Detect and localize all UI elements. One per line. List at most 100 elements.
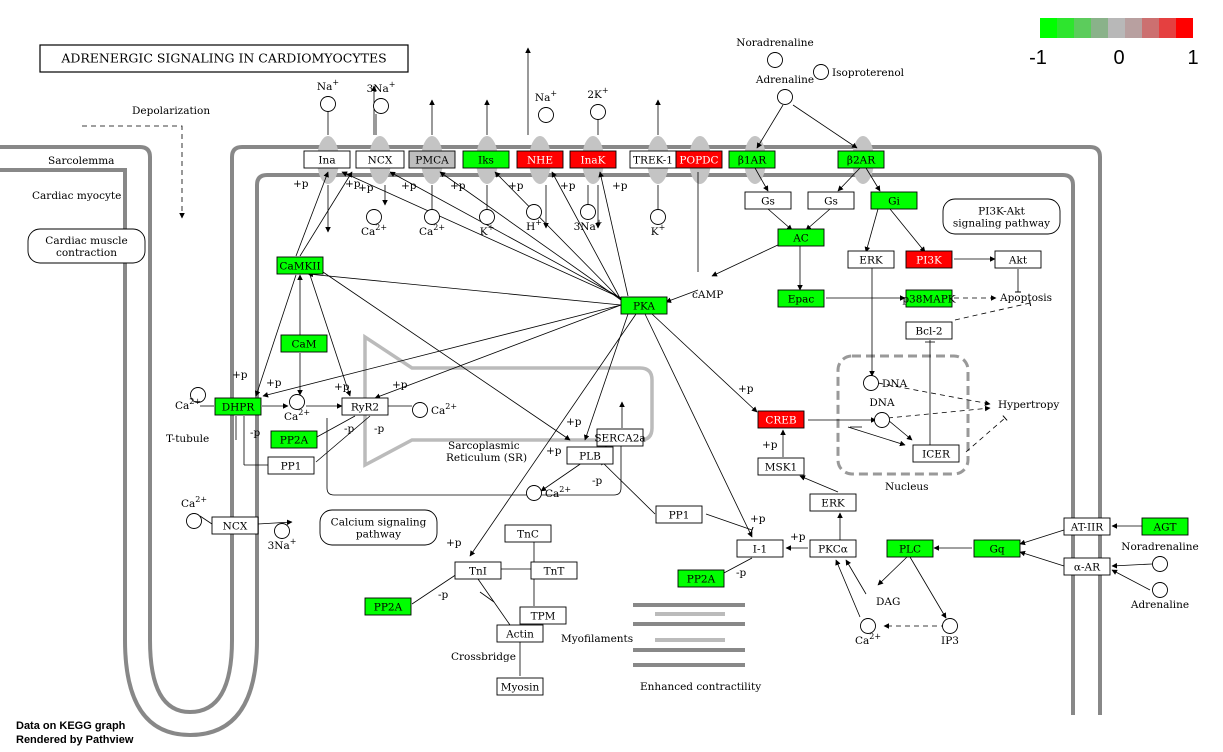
gene-box: [214, 397, 262, 416]
gene-node-pka[interactable]: PKA: [620, 296, 668, 315]
edge-label: -p: [250, 427, 261, 439]
gene-box: [408, 150, 456, 169]
page-title: ADRENERGIC SIGNALING IN CARDIOMYOCYTES: [60, 51, 386, 66]
compound-k-iks[interactable]: K+: [479, 209, 495, 239]
gene-node-tnc[interactable]: TnC: [504, 524, 552, 543]
compound-adrenaline[interactable]: Adrenaline: [755, 74, 814, 105]
compound-noradrenaline2[interactable]: Noradrenaline: [1121, 541, 1199, 572]
gene-node-tpm[interactable]: TPM: [519, 606, 567, 625]
gene-node-actin[interactable]: Actin: [496, 624, 544, 643]
gene-node-icer[interactable]: ICER: [912, 444, 960, 463]
gene-node-ina[interactable]: Ina: [303, 150, 351, 169]
legend-swatch: [1142, 18, 1159, 38]
gene-node-creb[interactable]: CREB: [757, 410, 805, 429]
compound-ca-ryr[interactable]: Ca2+: [412, 402, 458, 418]
gene-node-ac[interactable]: AC: [777, 228, 825, 247]
gene-label: PP2A: [374, 602, 403, 614]
edge-label: +p: [446, 537, 462, 549]
compound-h-nhe[interactable]: H+: [526, 204, 542, 234]
gene-node-gs1[interactable]: Gs: [744, 191, 792, 210]
gene-node-akt[interactable]: Akt: [994, 250, 1042, 269]
gene-node-camkii[interactable]: CaMKII: [276, 256, 324, 275]
compound-circle: [373, 98, 389, 114]
edge-label: +p: [762, 439, 778, 451]
gene-node-pmca[interactable]: PMCA: [408, 150, 456, 169]
compound-dna2[interactable]: DNA: [869, 397, 895, 428]
compound-na3-low[interactable]: 3Na+: [268, 523, 297, 553]
gene-node-dhpr[interactable]: DHPR: [214, 397, 262, 416]
compound-ca-dhpr[interactable]: Ca2+: [175, 387, 206, 413]
gene-node-gq[interactable]: Gq: [973, 539, 1021, 558]
compound-isoproterenol[interactable]: Isoproterenol: [813, 64, 905, 80]
gene-label: PLC: [899, 544, 921, 556]
gene-node-ncx-low[interactable]: NCX: [211, 516, 259, 535]
gene-node-pp1-2[interactable]: PP1: [655, 505, 703, 524]
pathway-box-frame: [319, 509, 438, 546]
gene-node-iks[interactable]: Iks: [462, 150, 510, 169]
gene-node-pp2a-1[interactable]: PP2A: [270, 430, 318, 449]
gene-box: [757, 457, 805, 476]
compound-k2[interactable]: 2K+: [587, 86, 609, 120]
gene-node-b2ar[interactable]: β2AR: [837, 150, 885, 169]
gene-node-pkca[interactable]: PKCα: [809, 539, 857, 558]
gene-node-epac[interactable]: Epac: [777, 289, 825, 308]
compound-na3[interactable]: 3Na+: [367, 80, 396, 114]
gene-node-ncx-top[interactable]: NCX: [355, 150, 405, 169]
compound-adrenaline2[interactable]: Adrenaline: [1130, 582, 1189, 612]
gene-node-p38[interactable]: p38MAPK: [902, 289, 956, 308]
compound-label: 3Na+: [367, 80, 396, 95]
gene-node-b1ar[interactable]: β1AR: [728, 150, 776, 169]
gene-node-bcl2[interactable]: Bcl-2: [905, 321, 953, 340]
compound-ca-pkc[interactable]: Ca2+: [855, 618, 881, 648]
gene-node-popdc[interactable]: POPDC: [675, 150, 723, 169]
compound-k-trek[interactable]: K+: [650, 209, 666, 239]
compound-ca-sr[interactable]: Ca2+: [526, 485, 572, 501]
compound-ca-mid[interactable]: Ca2+: [284, 394, 310, 424]
gene-node-nhe[interactable]: NHE: [516, 150, 564, 169]
compound-noradrenaline[interactable]: Noradrenaline: [736, 37, 814, 68]
gene-node-plc[interactable]: PLC: [886, 539, 934, 558]
gene-box: [777, 228, 825, 247]
gene-box: [1141, 517, 1189, 536]
gene-node-agt[interactable]: AGT: [1141, 517, 1189, 536]
gene-node-msk1[interactable]: MSK1: [757, 457, 805, 476]
compound-ca-ncx-low[interactable]: Ca2+: [181, 495, 207, 529]
gene-node-inak[interactable]: InaK: [569, 150, 617, 169]
compound-ip3[interactable]: IP3: [941, 618, 959, 648]
gene-node-gi[interactable]: Gi: [870, 191, 918, 210]
gene-node-myosin[interactable]: Myosin: [496, 677, 544, 696]
gene-node-erk-mid[interactable]: ERK: [809, 493, 857, 512]
gene-node-gs2[interactable]: Gs: [807, 191, 855, 210]
gene-box: [809, 493, 857, 512]
gene-node-plb[interactable]: PLB: [566, 446, 614, 465]
gene-node-pp2a-2[interactable]: PP2A: [677, 569, 725, 588]
gene-node-i1[interactable]: I-1: [736, 539, 784, 558]
compound-na1[interactable]: Na+: [317, 78, 339, 112]
gene-node-aar[interactable]: α-AR: [1063, 557, 1111, 576]
gene-node-tnt[interactable]: TnT: [530, 561, 578, 580]
gene-node-pi3k[interactable]: PI3K: [905, 250, 953, 269]
gene-node-tni[interactable]: TnI: [454, 561, 502, 580]
gene-node-ryr2[interactable]: RyR2: [341, 397, 389, 416]
gene-node-erk-top[interactable]: ERK: [847, 250, 895, 269]
compound-na-nhe[interactable]: Na+: [535, 89, 557, 123]
compound-na3-inak[interactable]: 3Na+: [574, 204, 603, 234]
compound-ca-ncx[interactable]: Ca2+: [361, 209, 387, 239]
compound-ca-pmca[interactable]: Ca2+: [419, 209, 445, 239]
nucleus-label: Nucleus: [885, 481, 929, 493]
gene-node-serca2a[interactable]: SERCA2a: [594, 428, 646, 447]
compound-circle: [479, 209, 495, 225]
compound-charge: 2+: [433, 223, 445, 232]
gene-node-pp2a-3[interactable]: PP2A: [364, 597, 412, 616]
gene-node-cam[interactable]: CaM: [280, 334, 328, 353]
gene-node-pp1-1[interactable]: PP1: [267, 456, 315, 475]
gene-node-trek1[interactable]: TREK-1: [629, 150, 677, 169]
compound-charge: +: [550, 89, 557, 98]
gene-node-at1r[interactable]: AT-IIR: [1063, 517, 1111, 536]
compound-charge: +: [659, 223, 666, 232]
compound-dna1[interactable]: DNA: [863, 375, 908, 391]
